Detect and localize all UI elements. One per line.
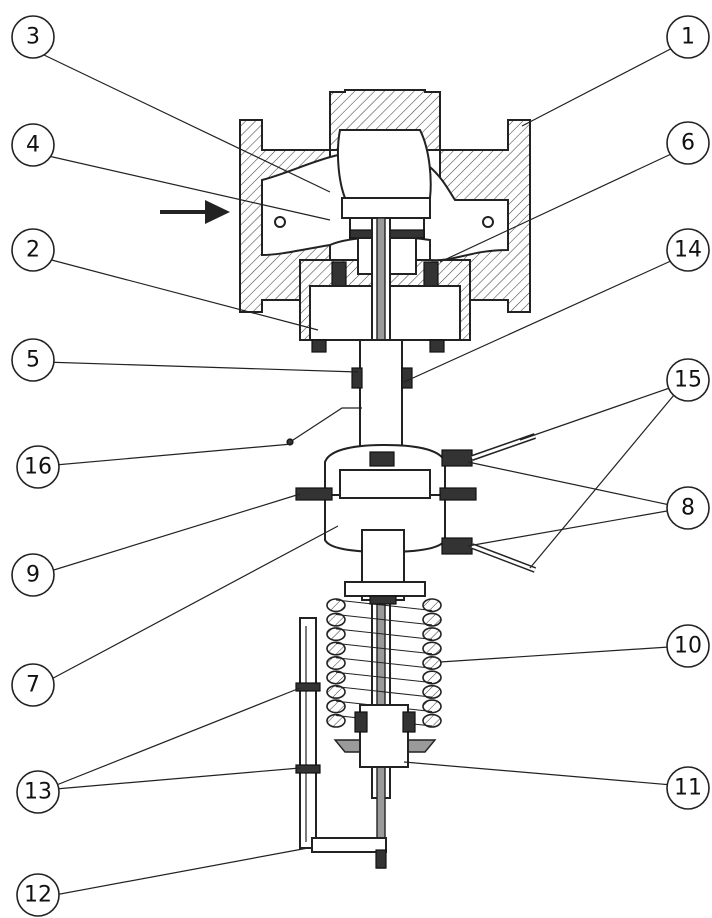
callout-6: 6: [666, 121, 710, 165]
callout-7: 7: [11, 663, 55, 707]
callout-11: 11: [666, 766, 710, 810]
spring-coil-link: [335, 599, 433, 611]
spring-coil: [422, 612, 442, 627]
spring-coil: [422, 641, 442, 656]
callout-2: 2: [11, 228, 55, 272]
spring-coil: [326, 684, 346, 699]
spring-coil: [326, 713, 346, 728]
spring-coil: [422, 684, 442, 699]
leader-lines: [43, 41, 685, 898]
spring-plates: [333, 581, 437, 768]
spring-coil: [422, 655, 442, 671]
spring-coil: [422, 598, 442, 613]
spring-coil: [326, 699, 346, 714]
spring-coil: [326, 670, 346, 685]
callout-10: 10: [666, 624, 710, 668]
svg-text:2: 2: [26, 238, 40, 263]
spring-coil-link: [335, 686, 433, 698]
spring-coil: [422, 627, 442, 642]
callout-4: 4: [11, 123, 55, 167]
svg-text:13: 13: [24, 780, 52, 805]
svg-text:5: 5: [26, 348, 40, 373]
svg-text:9: 9: [26, 563, 40, 588]
svg-text:15: 15: [674, 368, 702, 393]
callout-12: 12: [16, 873, 60, 917]
svg-text:16: 16: [24, 455, 52, 480]
spring-coil-link: [335, 657, 433, 669]
callout-15: 15: [666, 358, 710, 402]
diaphragm-housing: [295, 443, 477, 601]
svg-text:3: 3: [26, 25, 40, 50]
callout-1: 1: [666, 15, 710, 59]
svg-text:7: 7: [26, 673, 40, 698]
impulse-line-fittings: [441, 433, 537, 573]
svg-text:11: 11: [674, 776, 702, 801]
callout-8: 8: [666, 486, 710, 530]
spring-coil: [326, 612, 346, 627]
svg-text:6: 6: [681, 131, 695, 156]
spring: [326, 598, 442, 728]
callout-16: 16: [16, 445, 60, 489]
spring-coil: [422, 670, 442, 685]
svg-text:14: 14: [674, 238, 702, 263]
svg-text:4: 4: [26, 133, 40, 158]
spring-coil-link: [335, 642, 433, 655]
callout-3: 3: [11, 15, 55, 59]
callout-9: 9: [11, 553, 55, 597]
spring-coil: [422, 713, 442, 728]
callout-5: 5: [11, 338, 55, 382]
spring-coil: [326, 655, 346, 671]
spring-coil-link: [335, 671, 433, 684]
callout-14: 14: [666, 228, 710, 272]
spring-coil-link: [335, 613, 433, 626]
flow-direction-arrow-icon: [160, 200, 230, 224]
lever-rod: [286, 407, 362, 446]
spring-coil: [326, 598, 346, 613]
spring-coil: [422, 699, 442, 714]
svg-text:12: 12: [24, 883, 52, 908]
spring-coil: [326, 641, 346, 656]
svg-text:8: 8: [681, 496, 695, 521]
svg-text:1: 1: [681, 25, 695, 50]
callout-13: 13: [16, 770, 60, 814]
svg-text:10: 10: [674, 634, 702, 659]
spring-coil: [326, 627, 346, 642]
spring-coil-link: [335, 628, 433, 640]
